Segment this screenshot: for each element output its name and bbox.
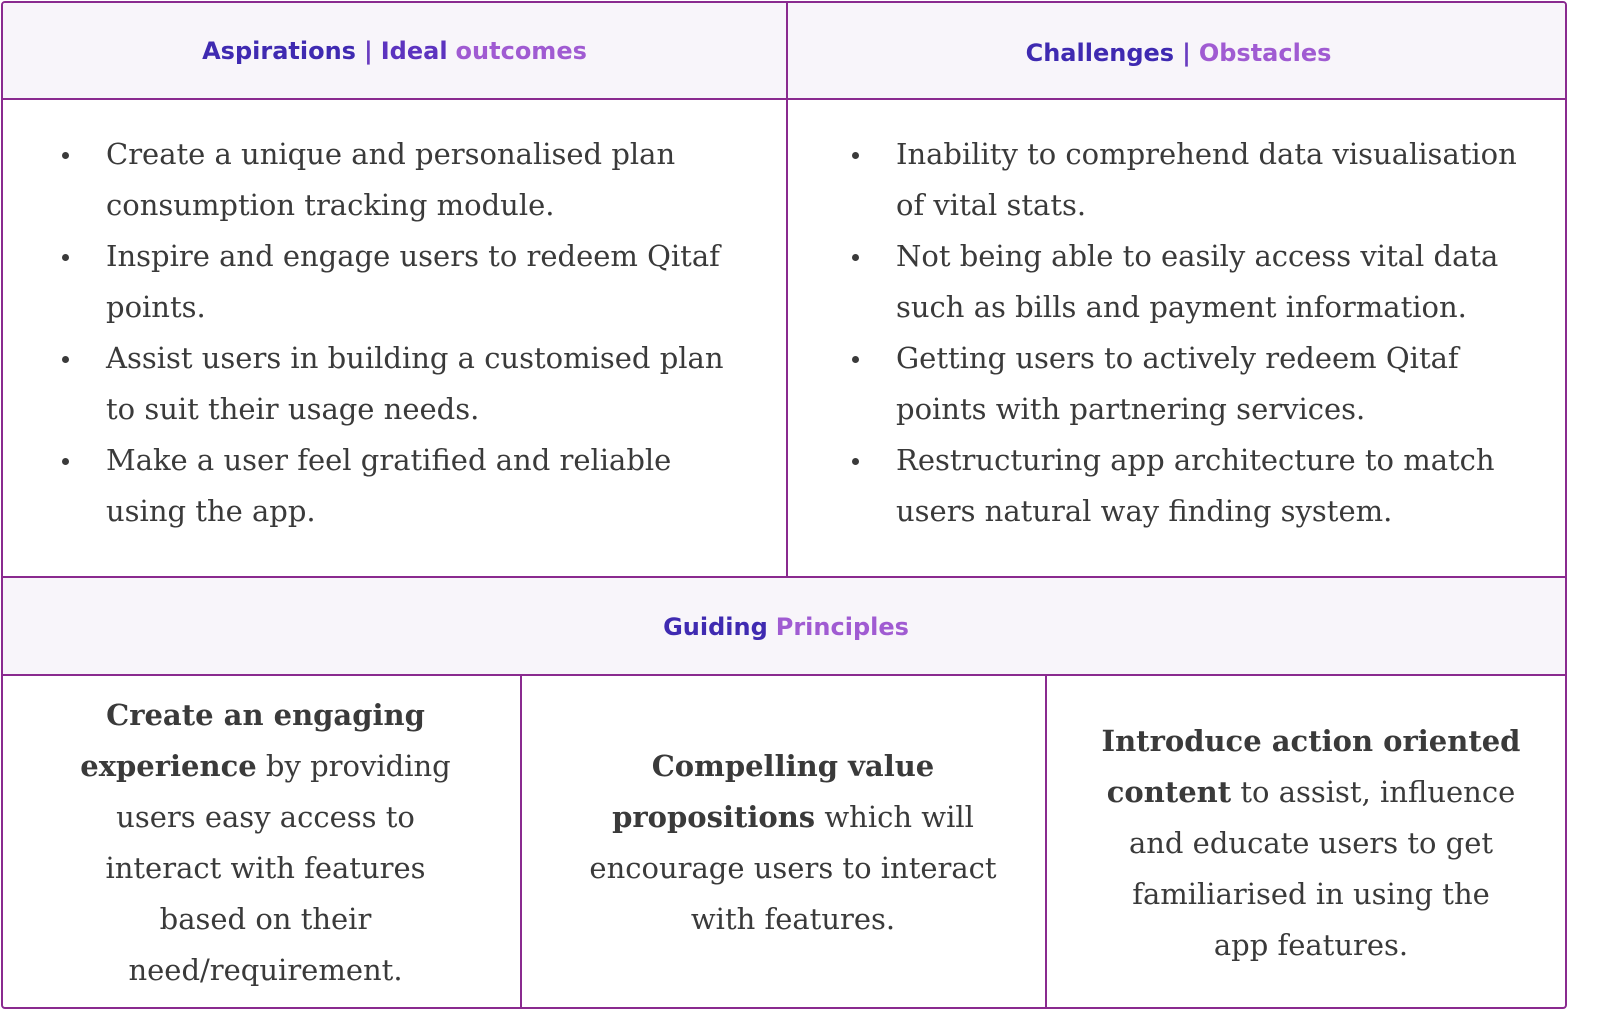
list-item: Not being able to easily access vital da…: [848, 231, 1538, 333]
guiding-title-word: Guiding: [663, 612, 768, 641]
top-header-rule: [3, 98, 1565, 100]
principles-title-word: Principles: [775, 612, 909, 641]
challenges-title-separator: |: [1182, 38, 1191, 67]
list-item: Getting users to actively redeem Qitaf p…: [848, 333, 1538, 435]
principle-bold-lead: Create an engaging experience: [80, 698, 425, 783]
challenges-list: Inability to comprehend data visualisati…: [848, 129, 1538, 537]
aspirations-title-word: Aspirations: [202, 36, 356, 65]
principle-description: to assist, influence and educate users t…: [1128, 774, 1516, 962]
middle-rule: [3, 576, 1565, 578]
principle-description: by providing users easy access to intera…: [105, 749, 451, 987]
principles-divider-1: [520, 675, 522, 1007]
challenges-title-word: Challenges: [1025, 38, 1175, 67]
principle-text: Create an engaging experience by providi…: [58, 690, 473, 996]
list-item: Make a user feel gratified and reliable …: [58, 435, 738, 537]
list-item: Assist users in building a customised pl…: [58, 333, 738, 435]
aspirations-title-separator: |: [363, 36, 373, 65]
list-item: Restructuring app architecture to match …: [848, 435, 1538, 537]
principle-engaging-experience: Create an engaging experience by providi…: [58, 676, 473, 1007]
bottom-header-rule: [3, 674, 1565, 676]
outcomes-title-word: outcomes: [455, 36, 587, 65]
top-section-divider-vertical: [786, 3, 788, 578]
principle-text: Introduce action oriented content to ass…: [1101, 716, 1521, 971]
principle-value-propositions: Compelling value propositions which will…: [588, 676, 998, 1007]
principles-divider-2: [1045, 675, 1047, 1007]
guiding-principles-title: Guiding Principles: [3, 578, 1565, 675]
list-item: Create a unique and personalised plan co…: [58, 129, 738, 231]
aspirations-title: Aspirations | Ideal outcomes: [3, 3, 786, 98]
ideal-title-word: Ideal: [380, 36, 448, 65]
list-item: Inability to comprehend data visualisati…: [848, 129, 1538, 231]
challenges-title: Challenges | Obstacles: [788, 5, 1565, 100]
aspirations-header: [3, 3, 786, 98]
list-item: Inspire and engage users to redeem Qitaf…: [58, 231, 738, 333]
principle-description: which will encourage users to interact w…: [589, 800, 997, 936]
guiding-principles-header: [3, 578, 1565, 675]
principle-bold-lead: Introduce action oriented content: [1101, 723, 1521, 809]
challenges-header: [788, 3, 1565, 98]
aspirations-list: Create a unique and personalised plan co…: [58, 129, 738, 537]
obstacles-title-word: Obstacles: [1198, 38, 1332, 67]
principle-action-oriented-content: Introduce action oriented content to ass…: [1101, 676, 1521, 1007]
summary-table: Aspirations | Ideal outcomes Challenges …: [1, 1, 1567, 1009]
principle-text: Compelling value propositions which will…: [588, 741, 998, 945]
principle-bold-lead: Compelling value propositions: [612, 749, 935, 834]
